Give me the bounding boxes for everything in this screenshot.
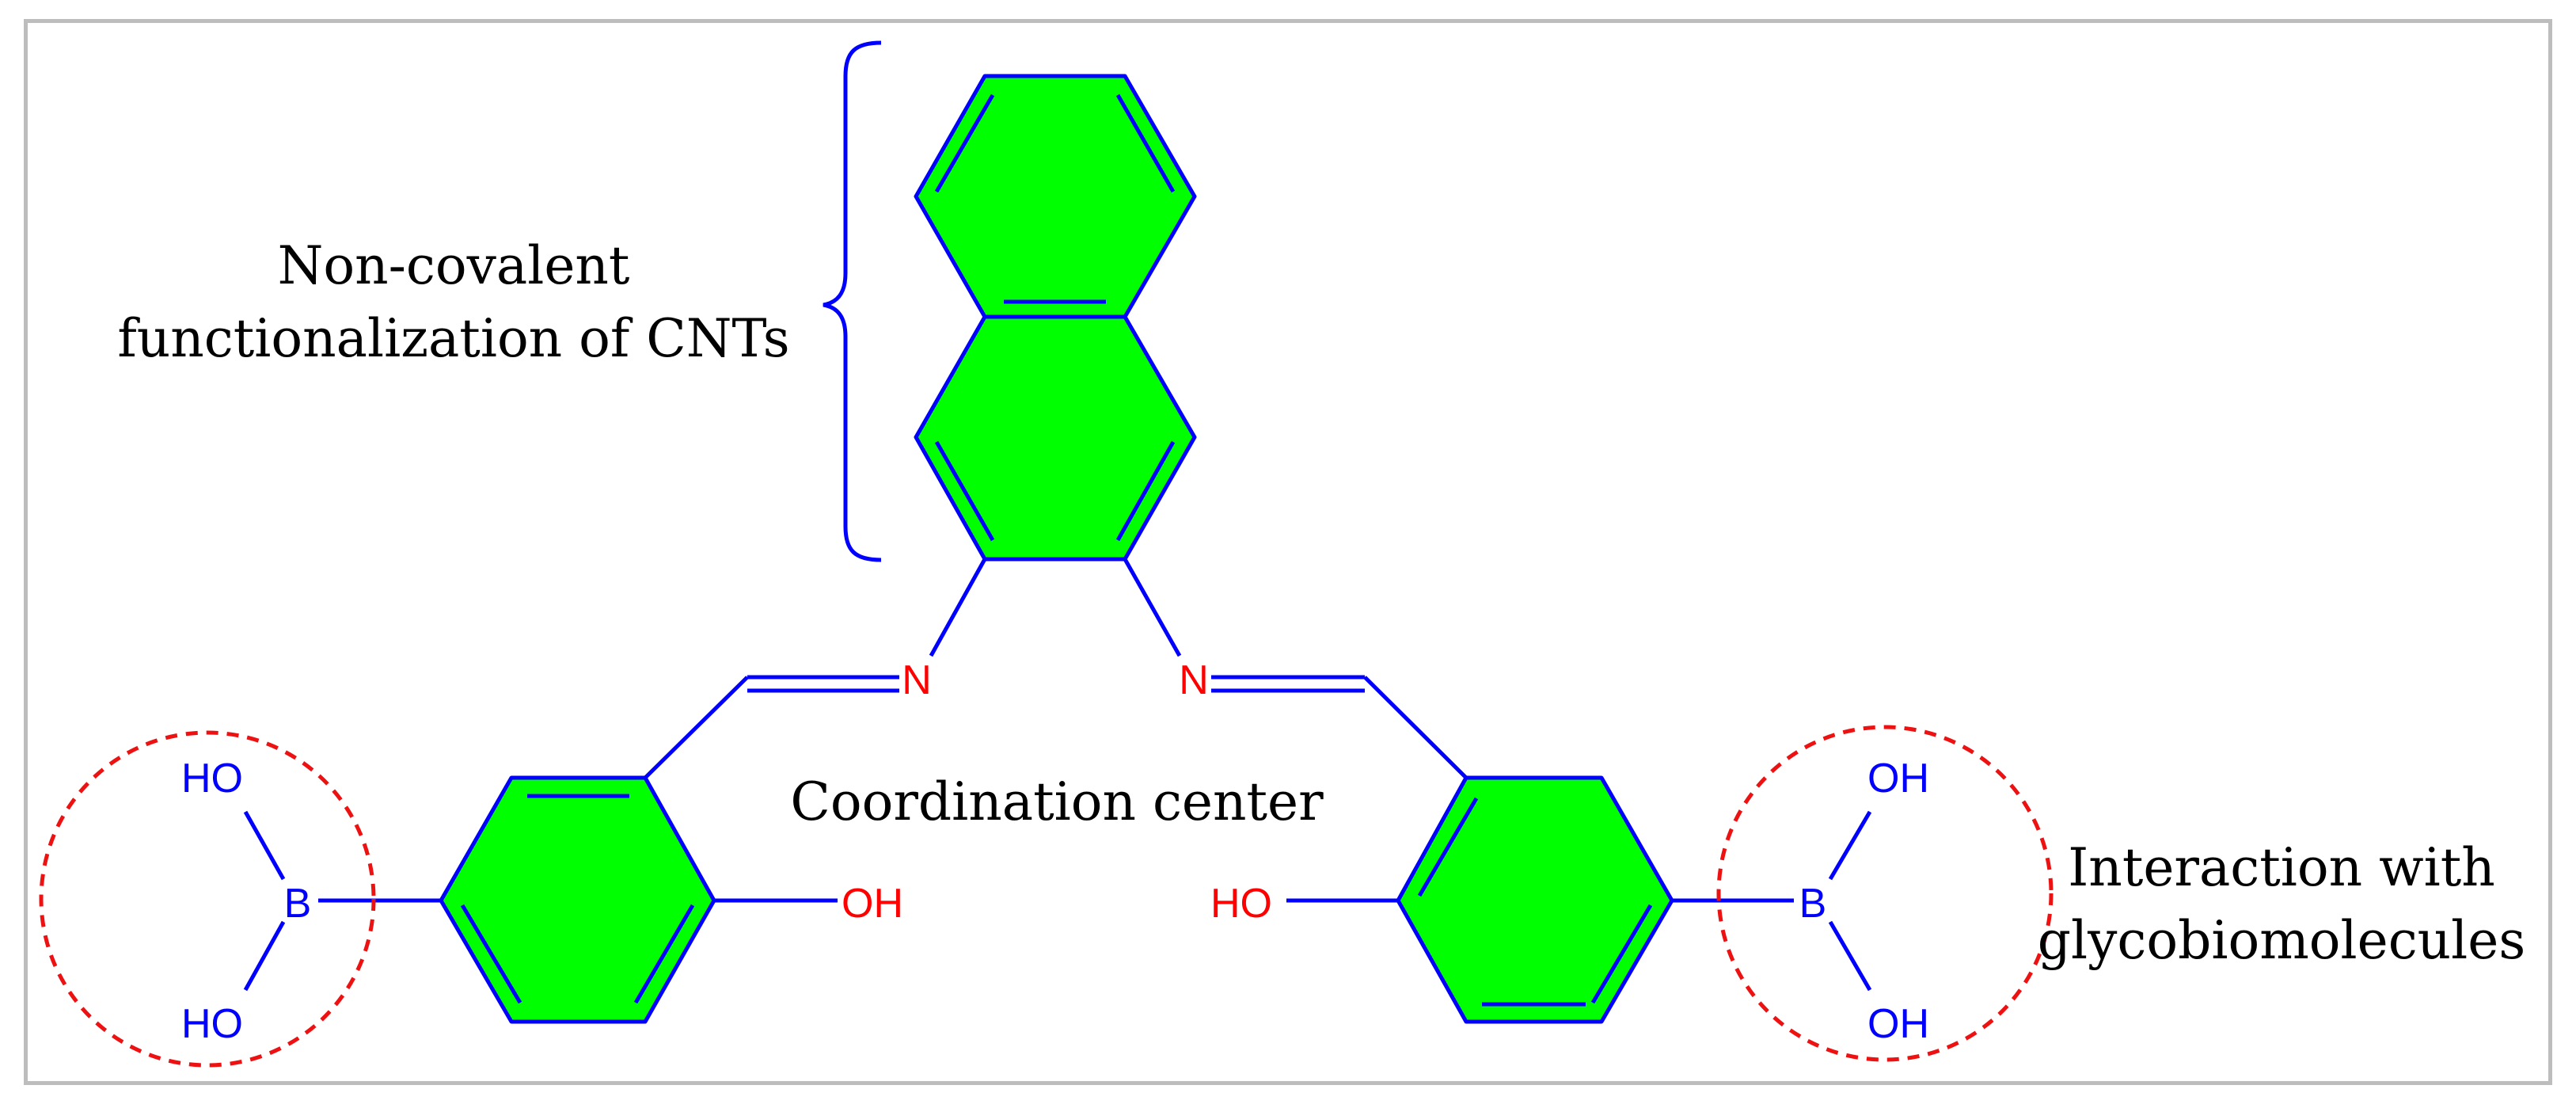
- boron-left-label: B: [284, 881, 312, 927]
- left-phenol-ring: [439, 775, 716, 1024]
- right-benzene-ring: [1396, 775, 1674, 1024]
- right-phenol-ring: [1396, 775, 1674, 1024]
- glyco-annotation-line1: Interaction with: [2068, 837, 2495, 898]
- phenol-oh-left-label: OH: [842, 881, 903, 927]
- naphthalene-inner-double-bonds: [934, 93, 1176, 542]
- right-ring-inner-double-bonds: [1417, 797, 1653, 1007]
- naphthalene-ring-system: [914, 74, 1197, 562]
- imine-n-left-label: N: [902, 657, 932, 703]
- left-benzene-ring: [439, 775, 716, 1024]
- imine-n-right-label: N: [1179, 657, 1209, 703]
- boron-right-label: B: [1799, 881, 1827, 927]
- left-ring-inner-double-bonds: [460, 794, 695, 1004]
- cnt-annotation-line1: Non-covalent: [278, 235, 630, 296]
- coordination-center-annotation: Coordination center: [790, 771, 1324, 832]
- cnt-brace: [823, 40, 882, 562]
- substituent-bonds: [243, 810, 1872, 992]
- right-boronic-acid-highlight: [1716, 725, 2054, 1062]
- boronic-ho-top-left-label: HO: [181, 756, 243, 801]
- boronic-ho-bottom-left-label: HO: [181, 1001, 243, 1047]
- boronic-oh-bottom-right-label: OH: [1867, 1001, 1929, 1047]
- imine-linkers: [644, 558, 1468, 779]
- cnt-annotation-line2: functionalization of CNTs: [117, 308, 789, 369]
- naphthalene-upper-ring: [914, 74, 1197, 319]
- left-boronic-acid-highlight: [39, 730, 376, 1068]
- phenol-ho-right-label: HO: [1210, 881, 1272, 927]
- boronic-oh-top-right-label: OH: [1867, 756, 1929, 801]
- glyco-annotation-line2: glycobiomolecules: [2038, 910, 2525, 971]
- naphthalene-lower-ring: [914, 314, 1197, 562]
